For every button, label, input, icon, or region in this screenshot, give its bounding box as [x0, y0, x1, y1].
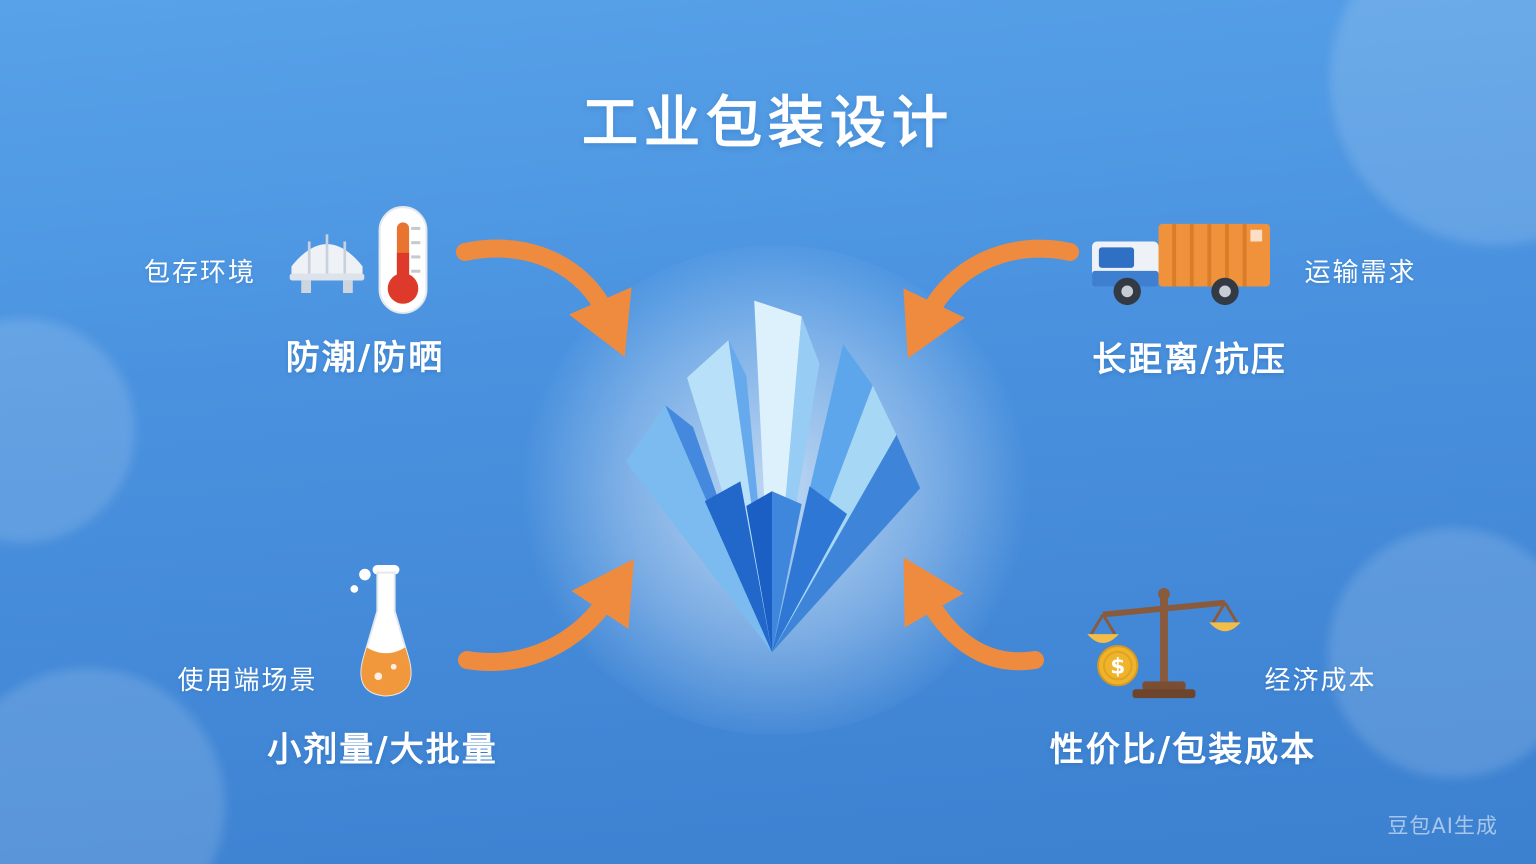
crystal-icon: [625, 300, 921, 653]
arrow-bottom-right: [903, 557, 1044, 671]
usage-tag: 使用端场景: [177, 666, 318, 696]
storage-tag: 包存环境: [143, 258, 256, 288]
arrow-bottom-left: [458, 559, 634, 671]
flask-icon: [350, 564, 412, 697]
warehouse-icon: [289, 234, 365, 293]
truck-icon: [1092, 223, 1270, 306]
usage-label: 小剂量/大批量: [267, 730, 498, 770]
arrow-top-left: [456, 239, 632, 357]
coin-dollar-symbol: $: [1110, 655, 1125, 680]
background-circle: [1328, 528, 1536, 778]
cost-tag: 经济成本: [1264, 666, 1377, 696]
arrow-top-right: [903, 239, 1079, 359]
transport-tag: 运输需求: [1304, 258, 1417, 288]
thermometer-icon: [378, 206, 428, 314]
ai-watermark: 豆包AI生成: [1387, 814, 1498, 838]
page-title: 工业包装设计: [582, 91, 954, 156]
cost-label: 性价比/包装成本: [1049, 730, 1317, 770]
transport-label: 长距离/抗压: [1092, 340, 1287, 380]
balance-scale-icon: $: [1087, 587, 1241, 699]
storage-label: 防潮/防晒: [285, 338, 445, 378]
